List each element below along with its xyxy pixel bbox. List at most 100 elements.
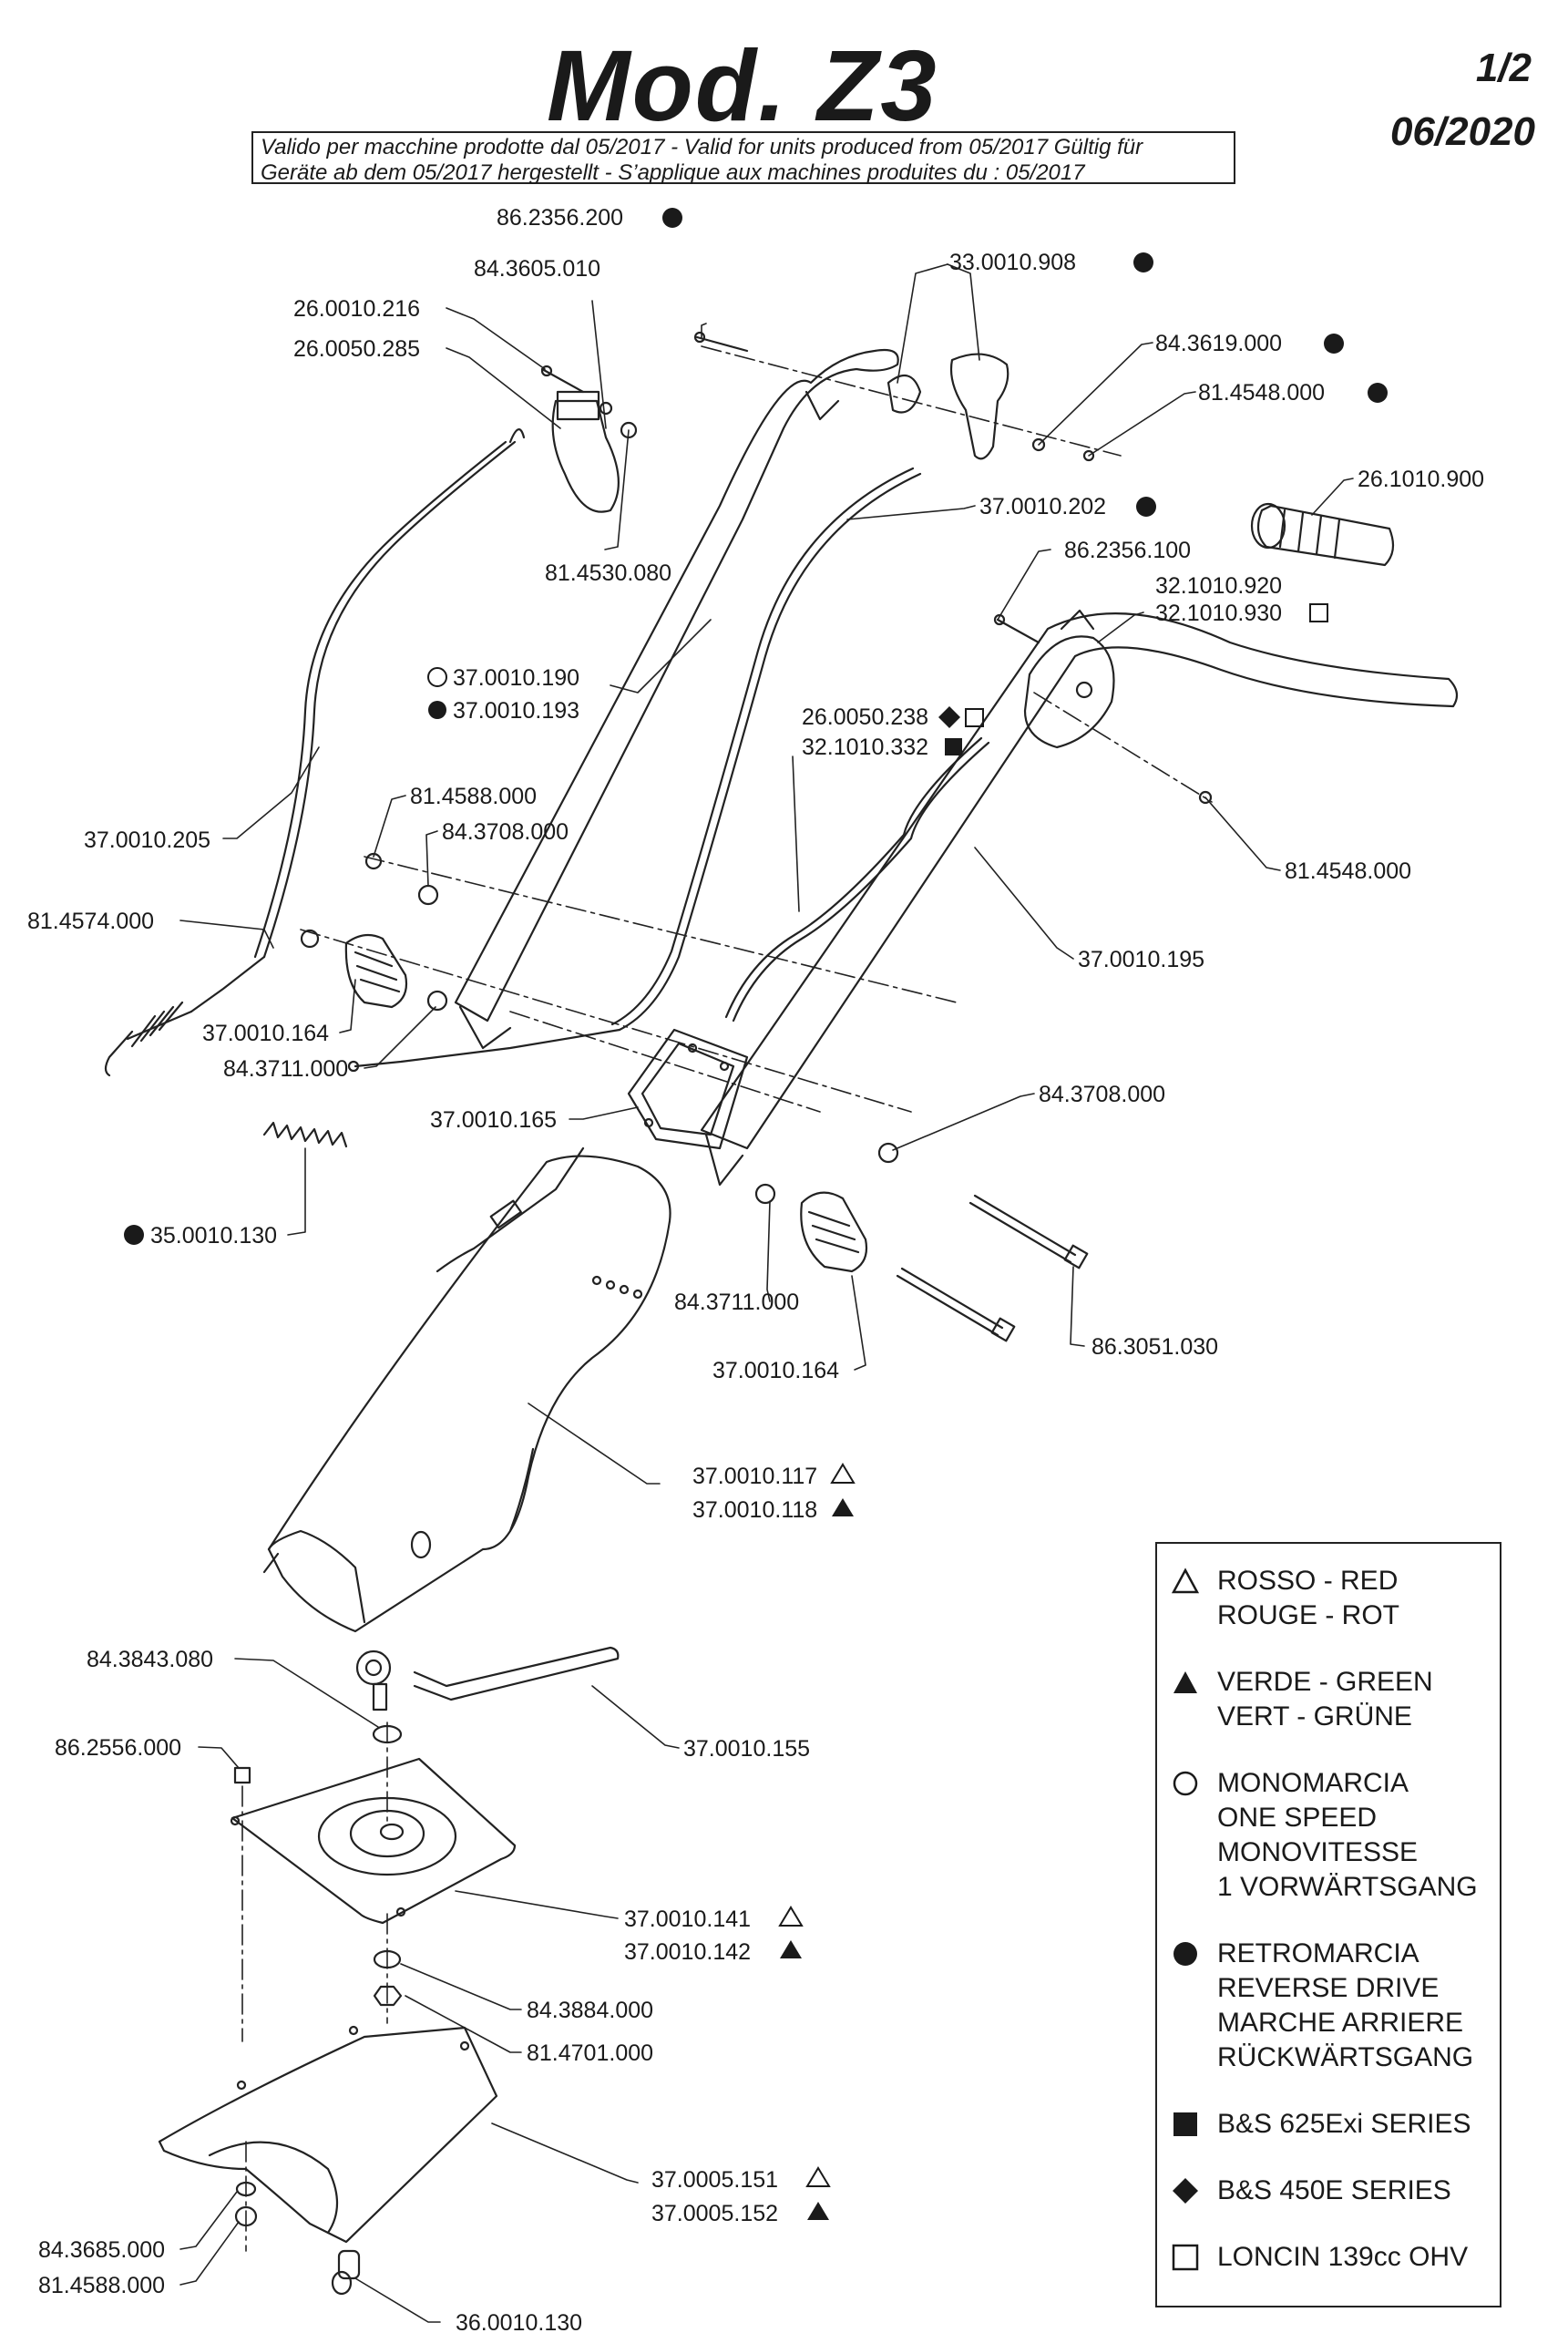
part-label: 37.0005.152: [651, 2201, 829, 2226]
part-label: 37.0010.117: [692, 1463, 856, 1489]
part-code: 26.0010.216: [293, 296, 420, 322]
legend-item-reverse: RETROMARCIA REVERSE DRIVE MARCHE ARRIERE…: [1172, 1937, 1485, 2075]
handle-knob-left: [344, 933, 408, 1009]
throttle-cable: [724, 736, 990, 1023]
part-code: 84.3711.000: [674, 1290, 799, 1315]
part-code: 81.4548.000: [1285, 858, 1411, 884]
part-label: 26.0010.216: [293, 296, 420, 322]
revision-date: 06/2020: [1389, 109, 1535, 154]
handle-grip: [1250, 502, 1395, 567]
part-label: 26.0050.238: [802, 704, 984, 730]
open-triangle-icon: [1172, 1567, 1199, 1594]
legend-text: VERT - GRÜNE: [1217, 1701, 1412, 1732]
part-code: 84.3884.000: [527, 1998, 653, 2023]
reverse-lever: [693, 331, 1095, 462]
part-label: 81.4530.080: [545, 560, 671, 586]
page-title: Mod. Z3: [547, 30, 938, 142]
legend-text: MARCHE ARRIERE: [1217, 2008, 1464, 2038]
legend-text: ONE SPEED: [1217, 1803, 1378, 1833]
part-code: 26.0050.285: [293, 336, 420, 362]
part-label: 37.0010.118: [692, 1497, 854, 1523]
part-label: 26.1010.900: [1358, 467, 1484, 492]
lower-cover: [158, 2025, 498, 2244]
part-code: 81.4588.000: [38, 2273, 165, 2298]
part-code: 37.0010.155: [683, 1736, 810, 1762]
part-code: 86.2556.000: [55, 1735, 181, 1761]
part-code: 33.0010.908: [949, 250, 1076, 275]
part-label: 84.3708.000: [442, 819, 569, 845]
part-labels: 86.2356.200 84.3605.010 26.0010.216 26.0…: [27, 205, 1484, 2333]
part-label: 84.3843.080: [87, 1647, 213, 1672]
part-code: 84.3711.000: [223, 1056, 348, 1082]
part-label: 37.0010.164: [202, 1021, 329, 1046]
part-code: 37.0010.193: [453, 698, 579, 724]
filled-diamond-icon: [1173, 2178, 1198, 2204]
part-code: 86.2356.200: [497, 205, 623, 231]
part-code: 81.4548.000: [1198, 380, 1325, 406]
part-code: 37.0010.202: [979, 494, 1106, 519]
part-label: 84.3884.000: [527, 1998, 653, 2023]
part-code: 36.0010.130: [456, 2310, 582, 2333]
filled-square-icon: [1173, 2112, 1197, 2136]
part-label: 37.0010.202: [979, 494, 1156, 519]
part-label: 37.0010.193: [428, 698, 579, 724]
part-code: 32.1010.332: [802, 735, 928, 760]
filled-circle-icon: [1173, 1942, 1197, 1966]
part-label: 84.3685.000: [38, 2237, 165, 2263]
spring: [262, 1121, 348, 1148]
brake-cable-left: [104, 428, 526, 1077]
legend-text: VERDE - GREEN: [1217, 1667, 1433, 1697]
legend-text: MONOMARCIA: [1217, 1768, 1409, 1798]
open-square-symbol: [1309, 603, 1328, 622]
legend-text: RETROMARCIA: [1217, 1938, 1419, 1968]
part-label: 81.4588.000: [38, 2273, 165, 2298]
part-label: 86.2356.200: [497, 205, 682, 231]
part-code: 86.2356.100: [1064, 538, 1191, 563]
part-label: 32.1010.920: [1155, 573, 1282, 599]
washer-base: [373, 1949, 402, 1969]
open-square-symbol: [965, 708, 984, 727]
part-label: 37.0010.141: [624, 1906, 804, 1932]
filled-circle-symbol: [124, 1225, 144, 1245]
part-code: 86.3051.030: [1091, 1334, 1218, 1360]
page-number: 1/2: [1475, 46, 1532, 90]
part-label: 81.4548.000: [1285, 858, 1411, 884]
long-bolts: [896, 1194, 1089, 1342]
part-code: 37.0010.142: [624, 1939, 751, 1965]
part-label: 86.2556.000: [55, 1735, 181, 1761]
reverse-cable: [347, 467, 922, 1073]
part-code: 84.3605.010: [474, 256, 600, 282]
legend-text: ROSSO - RED: [1217, 1566, 1399, 1596]
part-code: 84.3619.000: [1155, 331, 1282, 356]
clip: [331, 2249, 361, 2296]
part-label: 37.0010.142: [624, 1939, 802, 1965]
part-code: 84.3708.000: [442, 819, 569, 845]
part-code: 37.0010.117: [692, 1464, 817, 1489]
filled-circle-symbol: [1136, 497, 1156, 517]
part-label: 84.3708.000: [1039, 1082, 1165, 1107]
legend-item-red: ROSSO - RED ROUGE - ROT: [1172, 1564, 1485, 1633]
belt-cover: [262, 1155, 671, 1633]
part-label: 37.0010.195: [1078, 947, 1204, 972]
upper-handlebar-tube: [454, 348, 899, 1050]
nut-upper-left: [364, 852, 383, 870]
part-code: 32.1010.920: [1155, 573, 1282, 599]
part-label: 84.3619.000: [1155, 331, 1344, 356]
filled-circle-symbol: [1368, 383, 1388, 403]
part-label: 37.0010.164: [712, 1358, 839, 1383]
throttle-lever: [993, 609, 1213, 805]
legend-text: B&S 625Exi SERIES: [1217, 2109, 1471, 2139]
part-label: 81.4548.000: [1198, 380, 1388, 406]
legend-item-loncin: LONCIN 139cc OHV: [1172, 2240, 1485, 2275]
legend-item-one-speed: MONOMARCIA ONE SPEED MONOVITESSE 1 VORWÄ…: [1172, 1766, 1485, 1905]
nut-left: [300, 929, 320, 949]
part-label: 84.3711.000: [223, 1056, 348, 1082]
filled-square-symbol: [945, 738, 962, 755]
part-code: 37.0010.165: [430, 1107, 557, 1133]
handle-knob-right: [800, 1191, 868, 1273]
base-plate: [230, 1757, 517, 1925]
lower-handlebar-tube: [700, 612, 1459, 1187]
part-code: 84.3708.000: [1039, 1082, 1165, 1107]
part-label: 37.0005.151: [651, 2166, 831, 2193]
nut-base: [373, 1985, 403, 2007]
